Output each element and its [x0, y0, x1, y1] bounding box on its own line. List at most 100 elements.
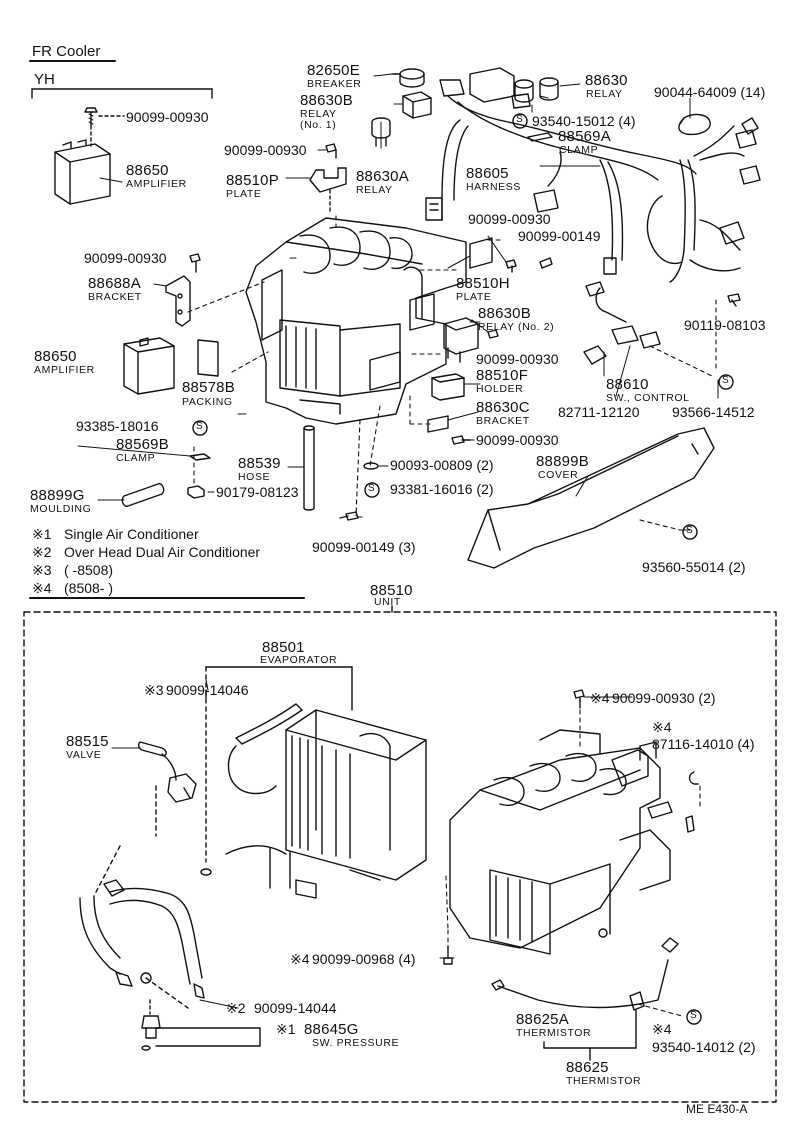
part-93385-18016: 93385-18016	[76, 418, 159, 434]
part-90044-64009: 90044-64009 (14)	[654, 84, 766, 100]
note-2-text: Over Head Dual Air Conditioner	[64, 544, 261, 560]
bracket-88688A-drawing	[165, 275, 191, 327]
marker-3: ※3	[144, 682, 164, 698]
part-88630C: 88630C	[476, 399, 530, 416]
section-title: FR Cooler	[32, 43, 101, 60]
part-90099-00149-b: 90099-00149 (3)	[312, 539, 416, 555]
harness-drawing	[425, 67, 761, 283]
part-88539-name: HOSE	[238, 471, 271, 483]
clamp-88569B-drawing	[189, 453, 211, 461]
relays-88630-drawing	[514, 77, 559, 103]
band-clip-drawing	[678, 113, 711, 136]
part-90099-00930-d: 90099-00930	[84, 250, 167, 266]
variant-label: YH	[34, 71, 55, 88]
packing-drawing	[197, 339, 219, 377]
part-88569A-name: CLAMP	[559, 144, 599, 156]
part-88569A: 88569A	[558, 128, 611, 145]
thermistor-88625A-drawing	[491, 937, 679, 1009]
part-88625: 88625	[566, 1059, 609, 1076]
moulding-drawing	[121, 483, 165, 507]
part-90179-08123: 90179-08123	[216, 484, 299, 500]
part-88899B-name: COVER	[538, 469, 579, 481]
plate-p-drawing	[309, 167, 347, 215]
part-88645G: 88645G	[304, 1021, 359, 1038]
part-88605-name: HARNESS	[466, 181, 521, 193]
screw-bracket-drawing	[189, 253, 201, 273]
screw-90099-00149-a-drawing	[505, 257, 553, 273]
dash-leaders-lower	[445, 709, 701, 1017]
screw-90099-00968-drawing	[443, 945, 453, 965]
part-88578B-name: PACKING	[182, 396, 233, 408]
s-symbol-4: S	[722, 375, 729, 386]
s-symbol-1: S	[516, 114, 523, 125]
screw-90099-00930-g-drawing	[573, 689, 585, 709]
part-88899G-name: MOULDING	[30, 503, 92, 515]
cover-88899B-drawing	[467, 427, 715, 569]
part-88510F-name: HOLDER	[476, 383, 524, 395]
part-82650E-name: BREAKER	[307, 78, 362, 90]
part-90099-00149-a: 90099-00149	[518, 228, 601, 244]
s-symbol-6: S	[690, 1010, 697, 1021]
valve-drawing	[137, 741, 197, 837]
marker-2: ※2	[226, 1000, 246, 1016]
part-88650-b: 88650	[34, 348, 77, 365]
part-90099-00930-c: 90099-00930	[468, 211, 551, 227]
part-88605: 88605	[466, 165, 509, 182]
part-93566-14512: 93566-14512	[672, 404, 755, 420]
part-93540-15012: 93540-15012 (4)	[532, 113, 636, 129]
screw-90099-00930-e-drawing	[487, 329, 499, 339]
part-88625-name: THERMISTOR	[566, 1075, 642, 1087]
pressure-switch-drawing	[141, 999, 261, 1051]
marker-4-c: ※4	[290, 951, 310, 967]
part-88688A: 88688A	[88, 275, 141, 292]
hose-drawing	[303, 425, 315, 511]
part-88539: 88539	[238, 455, 281, 472]
marker-4-d: ※4	[652, 1021, 672, 1037]
note-1-text: Single Air Conditioner	[64, 526, 199, 542]
part-93540-14012: 93540-14012 (2)	[652, 1039, 756, 1055]
part-88630-name: RELAY	[586, 88, 623, 100]
washer-90093-drawing	[363, 462, 379, 470]
s-symbol-3: S	[368, 483, 375, 494]
figure-reference: ME E430-A	[686, 1102, 748, 1116]
part-88630B-top-name1: RELAY	[300, 108, 337, 120]
part-88510F: 88510F	[476, 367, 529, 384]
note-1-mark: ※1	[32, 526, 52, 542]
part-88515-name: VALVE	[66, 749, 102, 761]
holder-88510F-drawing	[431, 373, 465, 401]
part-88630B-mid-name: RELAY (No. 2)	[478, 321, 555, 333]
plate-88510H-drawing	[469, 237, 493, 269]
s-symbol-2: S	[196, 421, 203, 432]
breaker-drawing	[391, 68, 425, 88]
marker-4-a: ※4	[590, 690, 610, 706]
part-90099-14044: 90099-14044	[254, 1000, 337, 1016]
marker-1: ※1	[276, 1021, 296, 1037]
part-88501: 88501	[262, 639, 305, 656]
note-3-text: ( -8508)	[64, 562, 114, 578]
s-symbols	[192, 113, 734, 1025]
relay-no2-drawing	[443, 317, 479, 363]
part-93381-16016: 93381-16016 (2)	[390, 481, 494, 497]
screw-90099-00930-f-drawing	[451, 435, 471, 445]
part-88578B: 88578B	[182, 379, 235, 396]
unit-housing-lower-drawing	[449, 729, 695, 955]
part-88899G: 88899G	[30, 487, 85, 504]
relay-no1-drawing	[402, 91, 432, 119]
part-88630A-name: RELAY	[356, 184, 393, 196]
part-90099-00968: 90099-00968 (4)	[312, 951, 416, 967]
part-90093-00809: 90093-00809 (2)	[390, 457, 494, 473]
amplifier-top-drawing	[54, 125, 111, 205]
thermistor-88625-drawing	[629, 991, 645, 1049]
part-90099-00930-b: 90099-00930	[224, 142, 307, 158]
part-88501-name: EVAPORATOR	[260, 654, 338, 666]
part-88630C-name: BRACKET	[476, 415, 530, 427]
unit-frame	[23, 611, 777, 1103]
part-88510P: 88510P	[226, 172, 279, 189]
label-leaders	[77, 73, 719, 1009]
part-88569B: 88569B	[116, 436, 169, 453]
part-88688A-name: BRACKET	[88, 291, 142, 303]
screw-top-left-drawing	[84, 107, 125, 127]
s-symbol-5: S	[686, 525, 693, 536]
